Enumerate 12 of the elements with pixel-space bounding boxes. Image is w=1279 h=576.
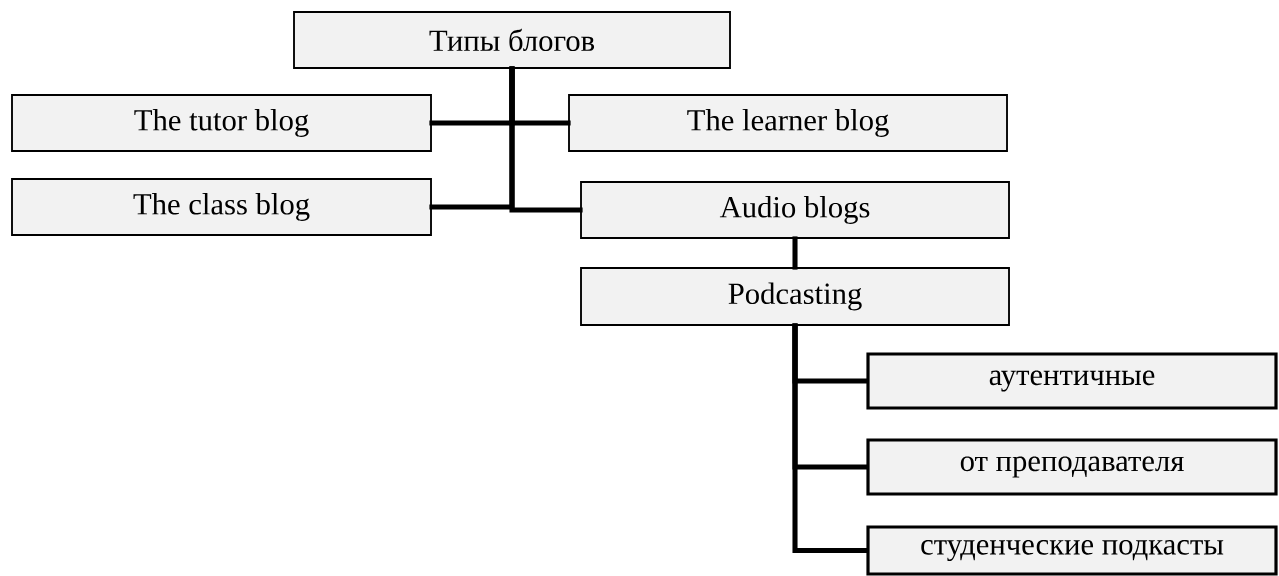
category-box: студенческие подкасты xyxy=(866,525,1278,576)
category-box: The tutor blog xyxy=(11,94,432,152)
category-box: Podcasting xyxy=(580,267,1010,326)
connector-line xyxy=(792,236,798,270)
category-box: The class blog xyxy=(11,178,432,236)
category-box: от преподавателя xyxy=(866,438,1278,496)
category-box: аутентичные xyxy=(866,352,1278,410)
category-box: Типы блогов xyxy=(293,11,731,69)
category-box: Audio blogs xyxy=(580,181,1010,239)
category-box: The learner blog xyxy=(568,94,1008,152)
connector-line xyxy=(509,66,583,213)
connector-line xyxy=(792,323,869,554)
